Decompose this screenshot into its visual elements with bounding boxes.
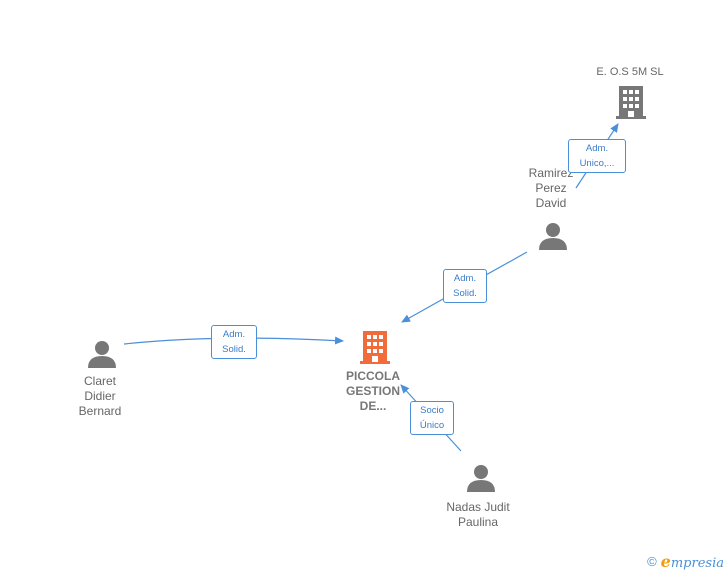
brand-logo[interactable]: empresia (660, 552, 724, 571)
edge-label-ramirez-piccola[interactable]: Adm. Solid. (443, 269, 487, 303)
person-icon[interactable] (87, 339, 117, 369)
edge-label-ramirez-eos[interactable]: Adm. Unico,... (568, 139, 626, 173)
edge-label-nadas-piccola[interactable]: Socio Único (410, 401, 454, 435)
person-icon[interactable] (466, 463, 496, 493)
company-label-piccola[interactable]: PICCOLA GESTION DE... (345, 369, 400, 413)
footer-brand: © empresia (647, 552, 724, 571)
building-icon[interactable] (615, 84, 647, 120)
company-label-eos[interactable]: E. O.S 5M SL (596, 66, 664, 78)
person-label-claret[interactable]: Claret Didier Bernard (78, 374, 122, 418)
copyright-icon: © (647, 554, 657, 569)
person-label-ramirez[interactable]: Ramirez Perez David (528, 166, 574, 210)
edge-label-claret-piccola[interactable]: Adm. Solid. (211, 325, 257, 359)
person-icon[interactable] (538, 221, 568, 251)
person-label-nadas[interactable]: Nadas Judit Paulina (446, 500, 510, 529)
building-icon-main[interactable] (359, 329, 391, 365)
